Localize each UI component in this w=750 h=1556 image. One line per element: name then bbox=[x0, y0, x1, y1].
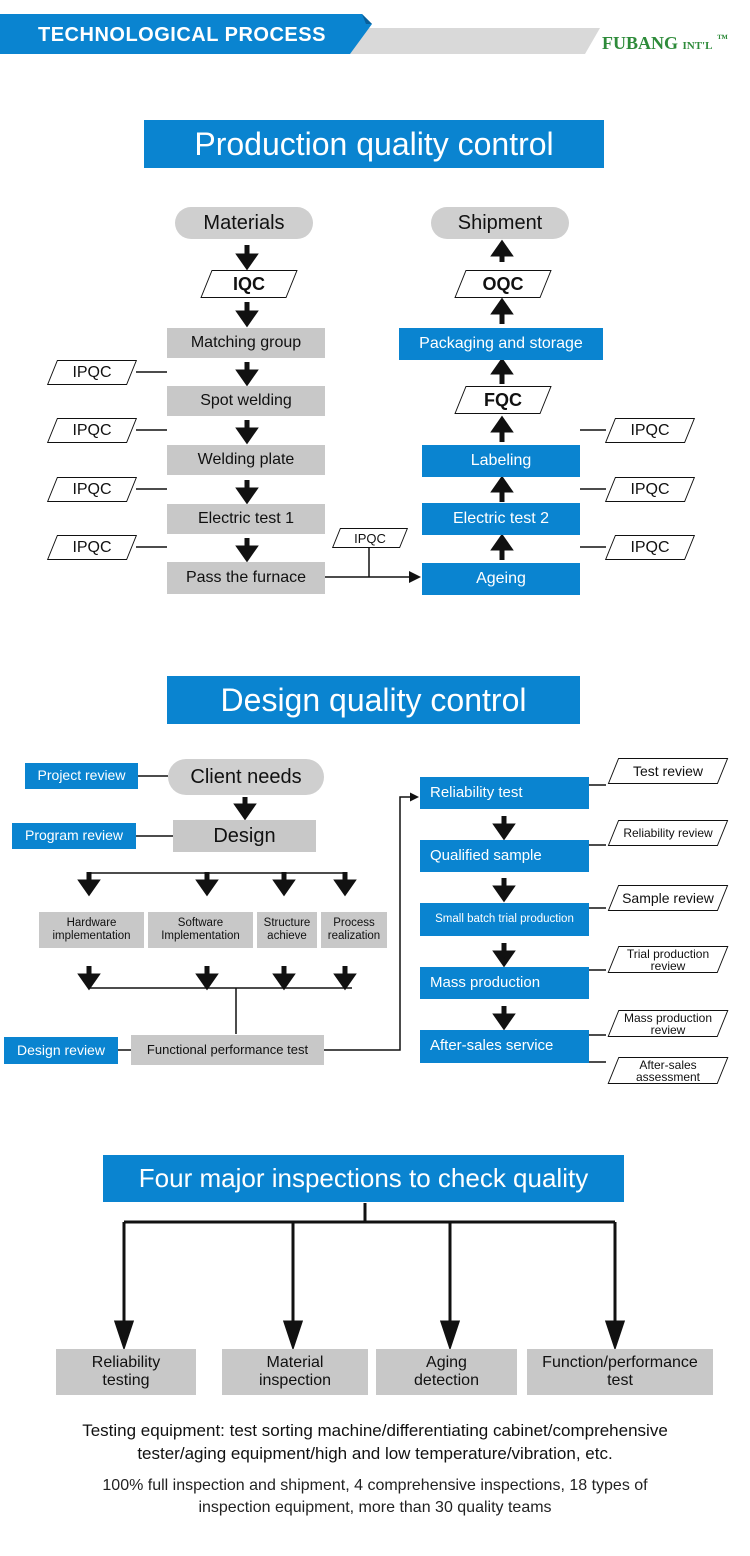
ipqc-right-1: IPQC bbox=[610, 418, 690, 443]
review-label: Trial production review bbox=[626, 946, 710, 973]
review-reliability: Reliability review bbox=[613, 820, 723, 846]
design-review-tag: Design review bbox=[4, 1037, 118, 1064]
step-ageing: Ageing bbox=[422, 563, 580, 595]
review-label: Sample review bbox=[622, 890, 714, 906]
oqc-label: OQC bbox=[482, 273, 524, 294]
ipqc-middle: IPQC bbox=[336, 528, 404, 548]
iqc-node: IQC bbox=[206, 270, 292, 298]
ipqc-label: IPQC bbox=[72, 363, 112, 381]
ipqc-label: IPQC bbox=[72, 538, 112, 556]
step-pass-furnace: Pass the furnace bbox=[167, 562, 325, 594]
production-title: Production quality control bbox=[144, 120, 604, 168]
ipqc-right-3: IPQC bbox=[610, 535, 690, 560]
ipqc-left-4: IPQC bbox=[52, 535, 132, 560]
shipment-node: Shipment bbox=[431, 207, 569, 239]
ipqc-label: IPQC bbox=[72, 480, 112, 498]
inspections-title: Four major inspections to check quality bbox=[103, 1155, 624, 1202]
branch-structure: Structure achieve bbox=[257, 912, 317, 948]
ipqc-left-3: IPQC bbox=[52, 477, 132, 502]
program-review-tag: Program review bbox=[12, 823, 136, 849]
iqc-label: IQC bbox=[232, 273, 265, 294]
design-title: Design quality control bbox=[167, 676, 580, 724]
step-electric-test-1: Electric test 1 bbox=[167, 504, 325, 534]
inspection-material: Material inspection bbox=[222, 1349, 368, 1395]
step-mass-production: Mass production bbox=[420, 967, 589, 999]
brand-logo: FUBANG INT'L ™ bbox=[602, 33, 728, 54]
ipqc-left-2: IPQC bbox=[52, 418, 132, 443]
step-packaging-storage: Packaging and storage bbox=[399, 328, 603, 360]
ipqc-label: IPQC bbox=[630, 538, 670, 556]
oqc-node: OQC bbox=[460, 270, 546, 298]
inspection-function: Function/performance test bbox=[527, 1349, 713, 1395]
step-spot-welding: Spot welding bbox=[167, 386, 325, 416]
step-reliability-test: Reliability test bbox=[420, 777, 589, 809]
branch-hardware: Hardware implementation bbox=[39, 912, 144, 948]
step-qualified-sample: Qualified sample bbox=[420, 840, 589, 872]
review-label: Reliability review bbox=[623, 826, 713, 840]
branch-software: Software Implementation bbox=[148, 912, 253, 948]
branch-process: Process realization bbox=[321, 912, 387, 948]
client-needs-node: Client needs bbox=[168, 759, 324, 795]
ipqc-label: IPQC bbox=[72, 421, 112, 439]
functional-test-node: Functional performance test bbox=[131, 1035, 324, 1065]
step-welding-plate: Welding plate bbox=[167, 445, 325, 475]
ipqc-left-1: IPQC bbox=[52, 360, 132, 385]
review-after-sales: After-sales assessment bbox=[613, 1057, 723, 1084]
review-sample: Sample review bbox=[613, 885, 723, 911]
ipqc-right-2: IPQC bbox=[610, 477, 690, 502]
review-mass: Mass production review bbox=[613, 1010, 723, 1037]
header-banner bbox=[0, 14, 600, 54]
fqc-label: FQC bbox=[484, 389, 522, 410]
review-label: After-sales assessment bbox=[635, 1057, 701, 1084]
equipment-text: Testing equipment: test sorting machine/… bbox=[82, 1421, 668, 1463]
summary-text: 100% full inspection and shipment, 4 com… bbox=[102, 1477, 648, 1516]
step-labeling: Labeling bbox=[422, 445, 580, 477]
brand-suffix: INT'L bbox=[682, 40, 713, 52]
review-label: Test review bbox=[632, 763, 704, 779]
review-test: Test review bbox=[613, 758, 723, 784]
fqc-node: FQC bbox=[460, 386, 546, 414]
step-small-batch: Small batch trial production bbox=[420, 903, 589, 936]
review-label: Mass production review bbox=[623, 1010, 713, 1037]
step-after-sales: After-sales service bbox=[420, 1030, 589, 1063]
brand-tm: ™ bbox=[716, 33, 728, 45]
header-title: TECHNOLOGICAL PROCESS bbox=[38, 24, 326, 46]
design-node: Design bbox=[173, 820, 316, 852]
ipqc-label: IPQC bbox=[630, 421, 670, 439]
review-trial: Trial production review bbox=[613, 946, 723, 973]
project-review-tag: Project review bbox=[25, 763, 138, 789]
step-electric-test-2: Electric test 2 bbox=[422, 503, 580, 535]
step-matching-group: Matching group bbox=[167, 328, 325, 358]
ipqc-label: IPQC bbox=[630, 480, 670, 498]
materials-node: Materials bbox=[175, 207, 313, 239]
inspection-aging: Aging detection bbox=[376, 1349, 517, 1395]
brand-name: FUBANG bbox=[602, 33, 678, 53]
ipqc-label: IPQC bbox=[354, 530, 386, 546]
inspection-reliability: Reliability testing bbox=[56, 1349, 196, 1395]
